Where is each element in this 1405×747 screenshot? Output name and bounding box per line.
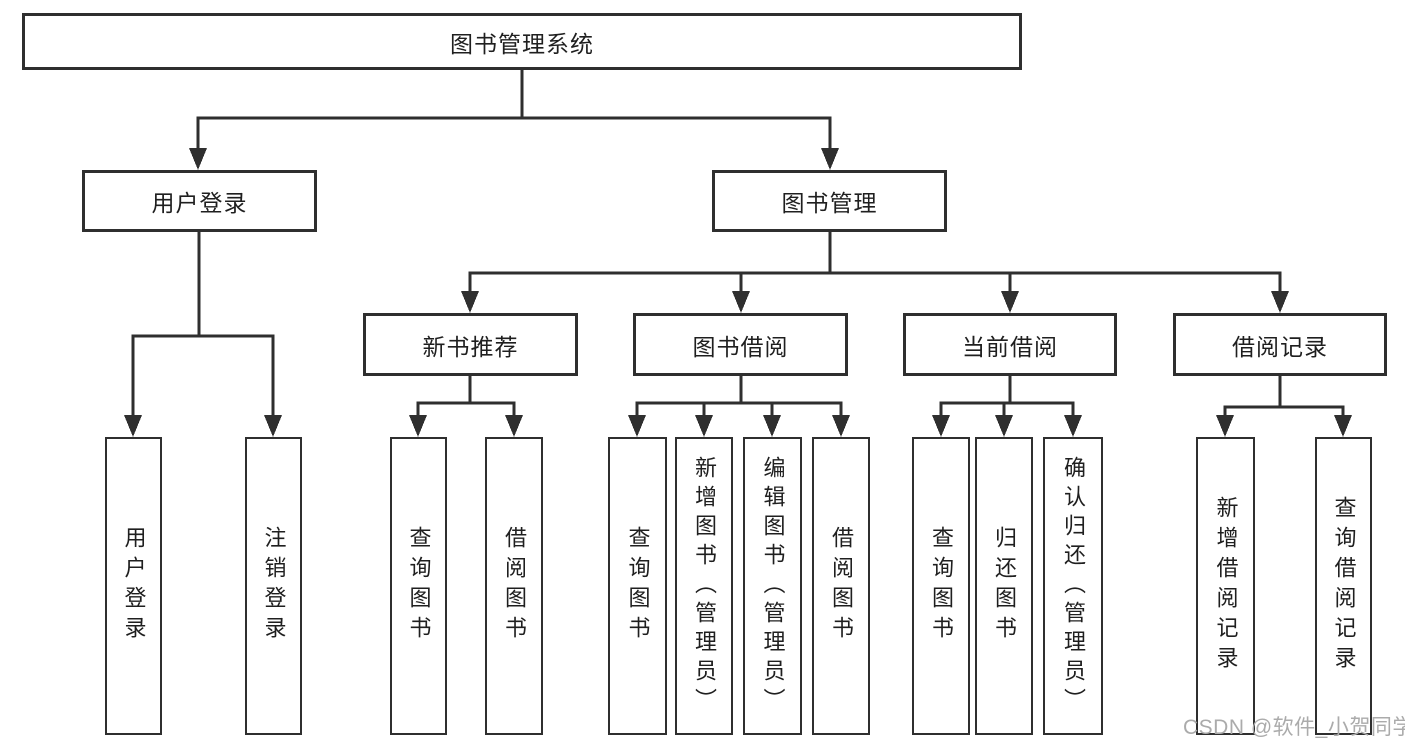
node-user-login: 用户登录	[82, 170, 317, 232]
node-borrowing-records: 借阅记录	[1173, 313, 1387, 376]
leaf-add-borrow-record: 新增借阅记录	[1196, 437, 1255, 735]
leaf-query-books: 查询图书	[390, 437, 447, 735]
csdn-watermark: CSDN @软件_小贺同学	[1183, 716, 1405, 739]
node-library-management-system: 图书管理系统	[22, 13, 1022, 70]
leaf-add-books-admin: 新增图书（管理员）	[675, 437, 733, 735]
leaf-return-books: 归还图书	[975, 437, 1033, 735]
leaf-borrow-books: 借阅图书	[812, 437, 870, 735]
leaf-user-login: 用户登录	[105, 437, 162, 735]
leaf-borrow-books: 借阅图书	[485, 437, 543, 735]
leaf-confirm-return-admin: 确认归还（管理员）	[1043, 437, 1103, 735]
node-book-borrowing: 图书借阅	[633, 313, 848, 376]
leaf-edit-books-admin: 编辑图书（管理员）	[743, 437, 802, 735]
leaf-logout: 注销登录	[245, 437, 302, 735]
leaf-query-books: 查询图书	[912, 437, 970, 735]
node-book-management: 图书管理	[712, 170, 947, 232]
node-current-borrowing: 当前借阅	[903, 313, 1117, 376]
leaf-query-books: 查询图书	[608, 437, 667, 735]
node-new-book-recommendation: 新书推荐	[363, 313, 578, 376]
leaf-query-borrow-record: 查询借阅记录	[1315, 437, 1372, 735]
